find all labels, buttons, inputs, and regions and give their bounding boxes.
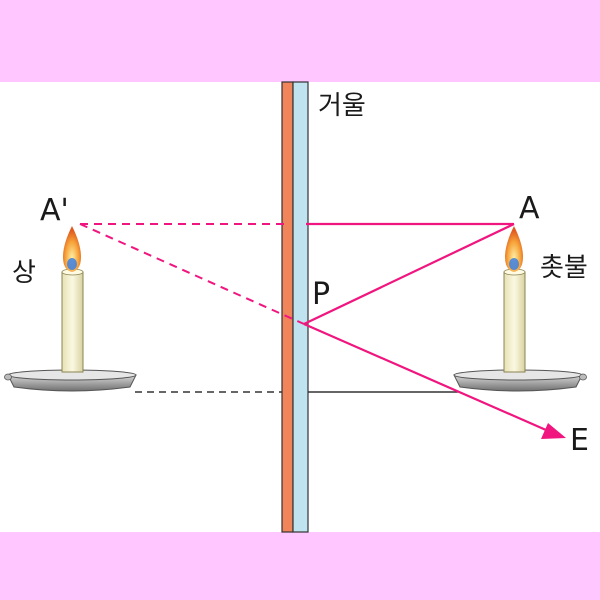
ray-a-to-p [303, 223, 515, 325]
ray-p-to-e [303, 322, 547, 432]
right-flame-blue [509, 258, 519, 270]
right-candle-body [503, 271, 526, 373]
bottom-band [0, 532, 600, 600]
object-label: 촛불 [540, 253, 588, 283]
reflection-point-label: P [312, 277, 330, 312]
top-band [0, 0, 600, 82]
mirror-label: 거울 [318, 91, 366, 121]
arrowhead-e [541, 423, 566, 439]
eye-point-label: E [570, 423, 589, 458]
mirror-back [281, 81, 294, 533]
virtual-ray-to-p [79, 223, 305, 325]
image-candle [4, 226, 137, 392]
left-flame-outer [63, 226, 81, 272]
left-flame-blue [67, 258, 77, 270]
mirror-front [292, 81, 309, 533]
left-candle-body [61, 271, 84, 373]
right-flame-outer [505, 226, 523, 272]
object-candle [453, 226, 587, 392]
image-label: 상 [12, 258, 36, 288]
object-point-label: A [519, 191, 540, 226]
image-point-label: A' [40, 193, 69, 228]
